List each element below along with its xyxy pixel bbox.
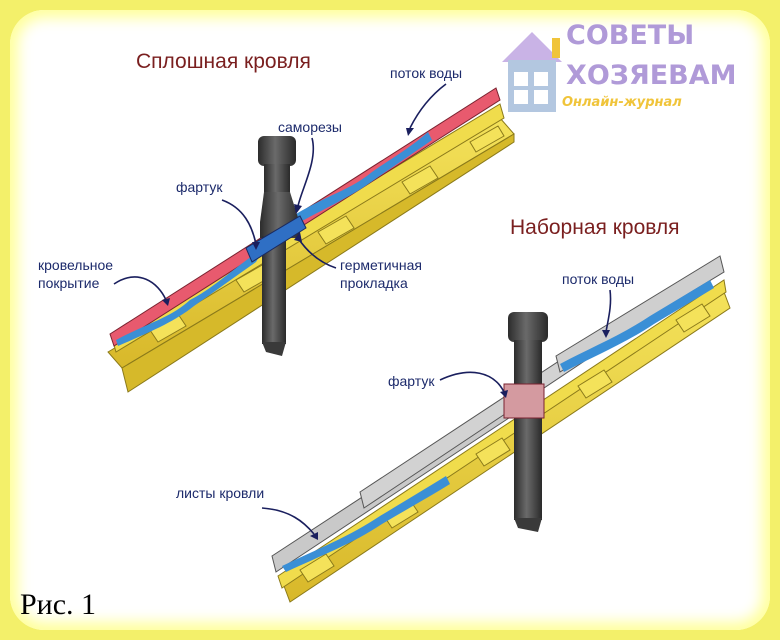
arrow-roof-sheets (261, 507, 315, 535)
logo-line1: СОВЕТЫ (566, 20, 694, 51)
arrow-roof-covering (113, 276, 167, 301)
vent-pipe-2 (508, 312, 548, 532)
illustration-card: СОВЕТЫ ХОЗЯЕВАМ Онлайн-журнал (10, 10, 770, 630)
batten (401, 165, 439, 195)
label-roof-covering-l2: покрытие (38, 275, 100, 291)
diagram1-title: Сплошная кровля (136, 50, 311, 73)
batten (317, 215, 355, 245)
label-water-flow-1: поток воды (390, 65, 462, 81)
arrow-apron-1 (221, 199, 257, 245)
water-flow (296, 132, 432, 222)
logo-subtitle: Онлайн-журнал (562, 95, 682, 110)
label-screws: саморезы (278, 119, 342, 135)
house-icon (502, 32, 562, 112)
label-roof-sheets: листы кровли (176, 485, 264, 501)
label-roof-covering-l1: кровельное (38, 257, 113, 273)
diagram2-title: Наборная кровля (510, 216, 680, 239)
arrow-water-flow-1 (409, 83, 447, 129)
water-flow (116, 252, 262, 346)
label-sealing-l1: герметичная (340, 257, 422, 273)
rafter-board (121, 133, 515, 393)
batten (475, 437, 511, 467)
apron-2 (503, 383, 545, 419)
logo-line2: ХОЗЯЕВАМ (566, 60, 737, 91)
arrow-water-flow-2 (605, 289, 612, 333)
label-apron-2: фартук (388, 373, 435, 389)
water-flow (560, 280, 714, 372)
apron-1 (245, 215, 307, 263)
batten (577, 369, 613, 399)
sectional-roof: Наборная кровля поток воды фартук листы … (176, 216, 731, 603)
label-water-flow-2: поток воды (562, 271, 634, 287)
label-sealing-l2: прокладка (340, 275, 408, 291)
batten (469, 125, 505, 153)
arrow-screws (297, 137, 315, 207)
roof-sheet (555, 255, 725, 373)
vent-pipe-1 (258, 136, 300, 356)
roof-diagram: СОВЕТЫ ХОЗЯЕВАМ Онлайн-журнал (20, 20, 737, 621)
continuous-roof: Сплошная кровля поток воды саморезы фарт… (38, 50, 515, 393)
logo: СОВЕТЫ ХОЗЯЕВАМ Онлайн-журнал (502, 20, 737, 112)
water-flow (282, 476, 450, 572)
label-apron-1: фартук (176, 179, 223, 195)
batten (675, 303, 711, 333)
batten (299, 553, 335, 583)
arrow-apron-2 (439, 371, 505, 393)
figure-label: Рис. 1 (20, 588, 96, 621)
